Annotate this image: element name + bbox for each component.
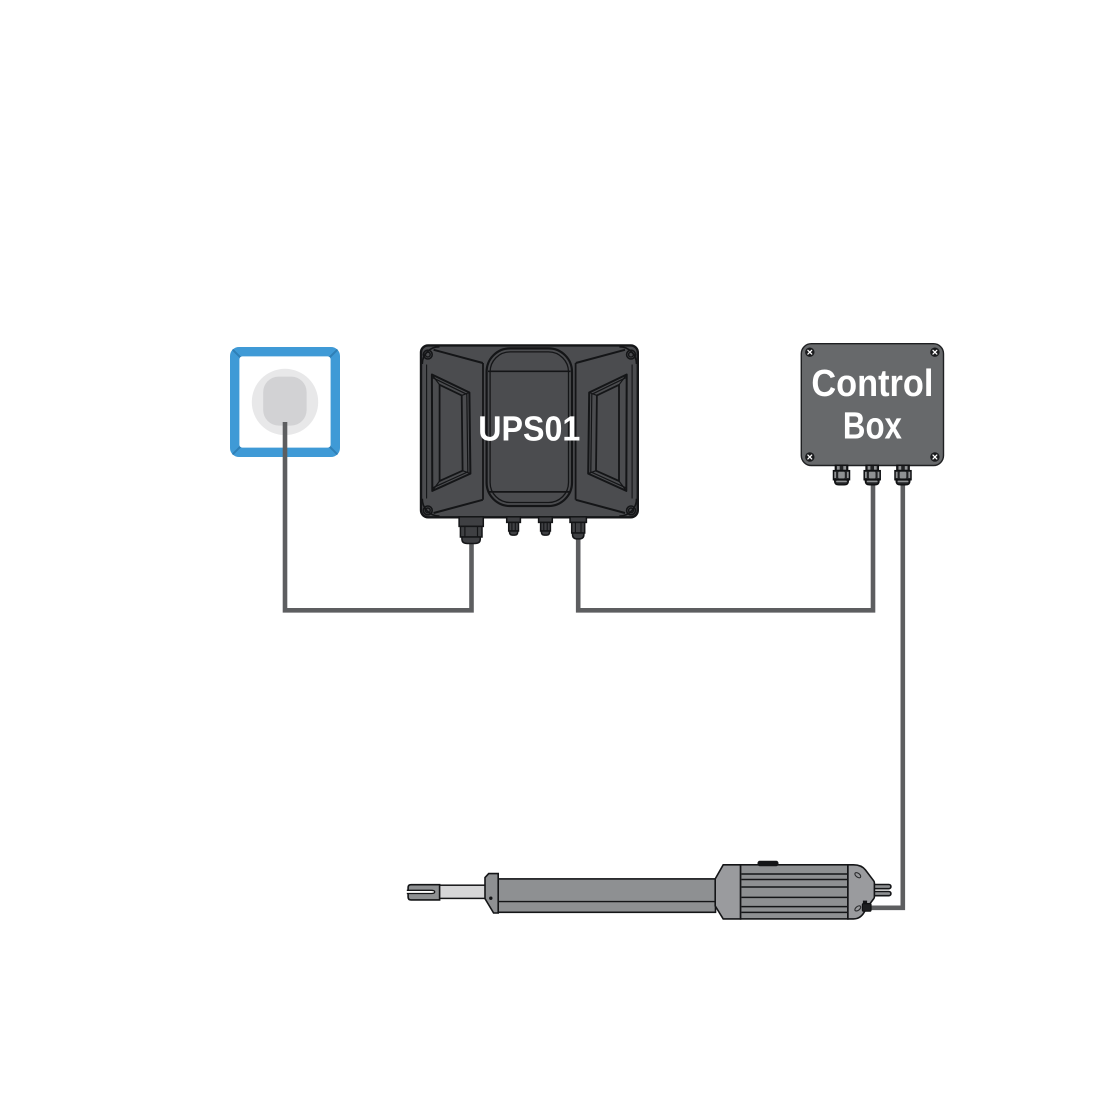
cable-ups-to-control-box [575,481,876,613]
cable-outlet-to-ups [282,422,474,613]
control-box-cable-gland [832,464,851,486]
control-box-screw-icon [930,347,940,357]
actuator-outer-tube [496,878,717,914]
control-box-screw-icon [930,452,940,462]
ups-unit: UPS01 [419,344,640,545]
actuator-motor-housing [739,863,849,920]
actuator-rod-collar [484,872,499,914]
control-box: Control Box [800,343,945,486]
ups-screw-icon [625,349,637,360]
ups-label: UPS01 [478,410,580,449]
ups-wing-right [587,373,628,492]
actuator-motor-ribs [741,873,847,914]
ups-screw-icon [625,505,637,516]
control-box-label-line1: Control [811,363,933,405]
ups-wing-left [430,373,472,492]
ups-cable-gland [505,516,522,536]
ups-cable-gland [569,516,588,540]
plug-face [263,376,307,426]
control-box-screw-icon [805,452,815,462]
ups-screw-icon [422,505,433,516]
actuator-cable-connector [861,900,872,912]
outlet-frame-bevels [232,349,338,455]
actuator-piston-rod [437,884,487,900]
wall-outlet [230,347,340,457]
ups-screw-icon [422,349,433,360]
actuator-limit-switch [757,860,779,867]
control-box-screw-icon [805,347,815,357]
actuator-front-clevis [406,883,441,901]
cable-control-box-to-actuator [867,481,906,911]
ups-cable-gland [458,516,485,545]
control-box-cable-gland [894,464,912,486]
ups-lid-creases [433,348,626,514]
control-box-cable-gland [863,464,881,486]
ups-panel [485,347,574,508]
control-box-label-line2: Box [843,405,902,447]
actuator-motor-transition [714,864,742,920]
linear-actuator [406,860,892,920]
ups-cable-gland [537,516,554,536]
